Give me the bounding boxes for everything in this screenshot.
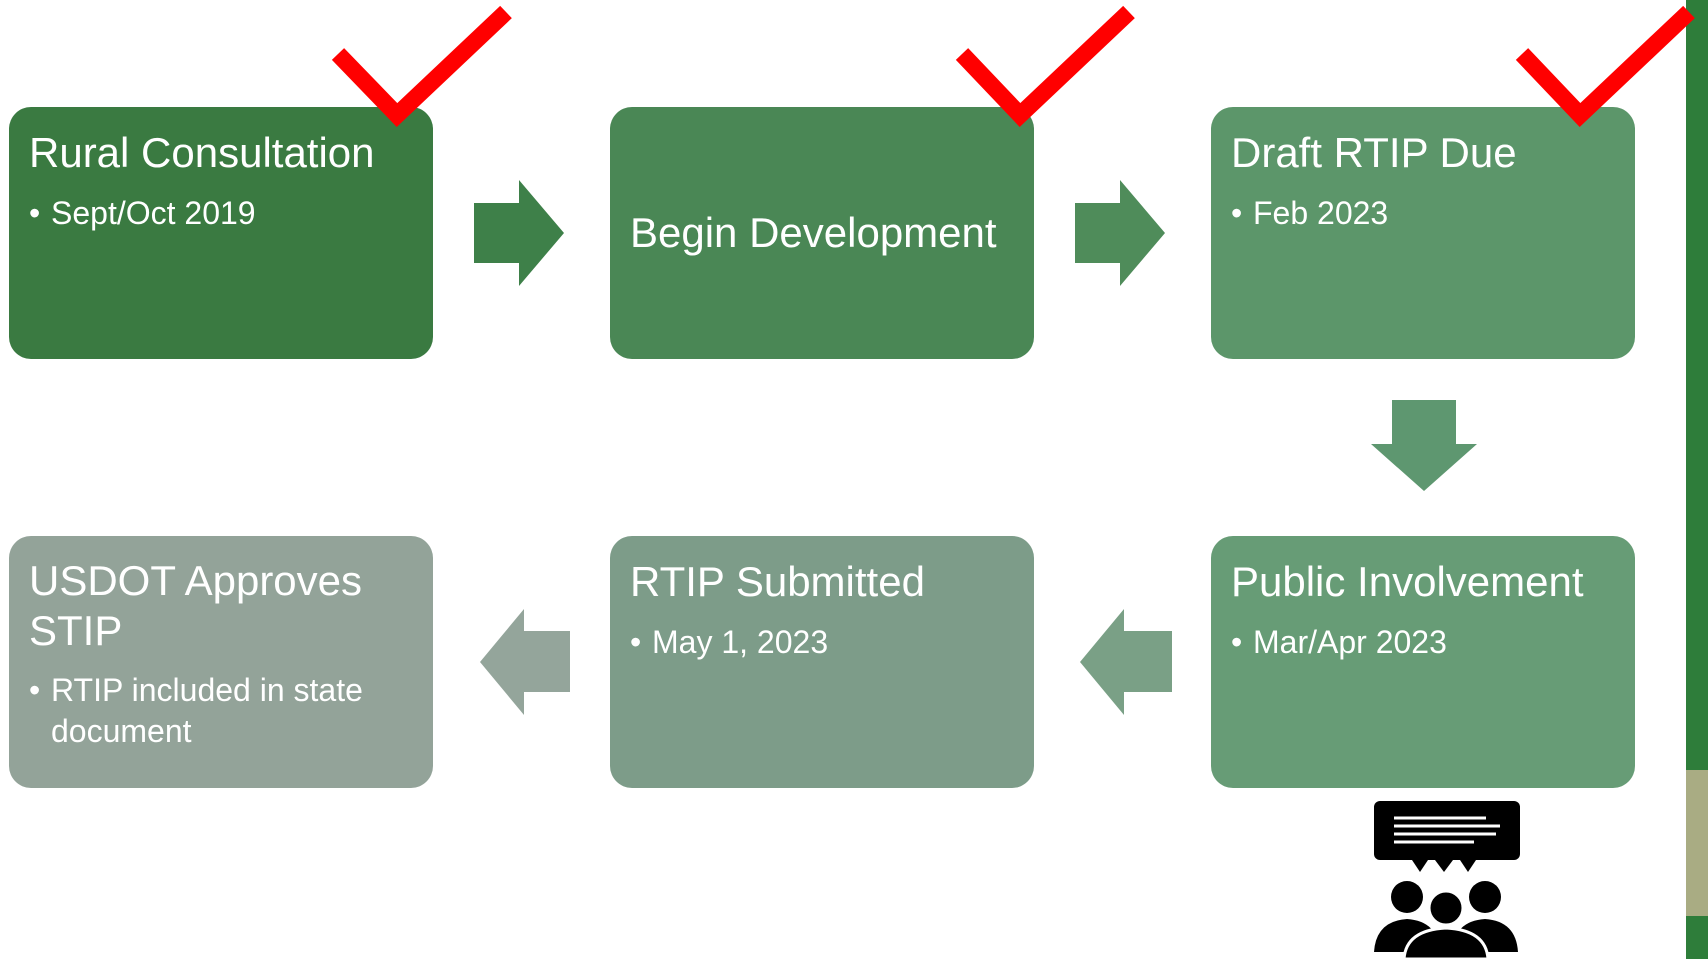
step-public-involvement: Public Involvement Mar/Apr 2023 [1211,536,1635,788]
arrow-right-icon [1075,180,1165,286]
arrow-left-icon [1080,609,1172,715]
step-draft-rtip-due: Draft RTIP Due Feb 2023 [1211,107,1635,359]
edge-accent-bar [1686,916,1708,959]
arrow-down-icon [1371,400,1477,491]
edge-accent-bar [1686,0,1708,770]
step-title: Public Involvement [1231,558,1584,605]
step-usdot-approves-stip: USDOT Approves STIP RTIP included in sta… [9,536,433,788]
step-detail: Mar/Apr 2023 [1231,622,1615,663]
step-detail: RTIP included in state document [29,670,413,752]
step-title: USDOT Approves STIP [29,557,363,654]
step-rural-consultation: Rural Consultation Sept/Oct 2019 [9,107,433,359]
checkmark-icon [1515,5,1695,127]
checkmark-icon [955,5,1135,127]
step-title: RTIP Submitted [630,558,925,605]
step-detail: Feb 2023 [1231,193,1615,234]
step-detail: Sept/Oct 2019 [29,193,413,234]
step-title: Draft RTIP Due [1231,129,1517,176]
edge-accent-bar [1686,770,1708,916]
step-detail: May 1, 2023 [630,622,1014,663]
arrow-right-icon [474,180,564,286]
public-meeting-icon [1374,801,1520,959]
step-title: Rural Consultation [29,129,375,176]
checkmark-icon [331,5,512,127]
arrow-left-icon [480,609,570,715]
step-title: Begin Development [630,209,997,256]
step-rtip-submitted: RTIP Submitted May 1, 2023 [610,536,1034,788]
step-begin-development: Begin Development [610,107,1034,359]
